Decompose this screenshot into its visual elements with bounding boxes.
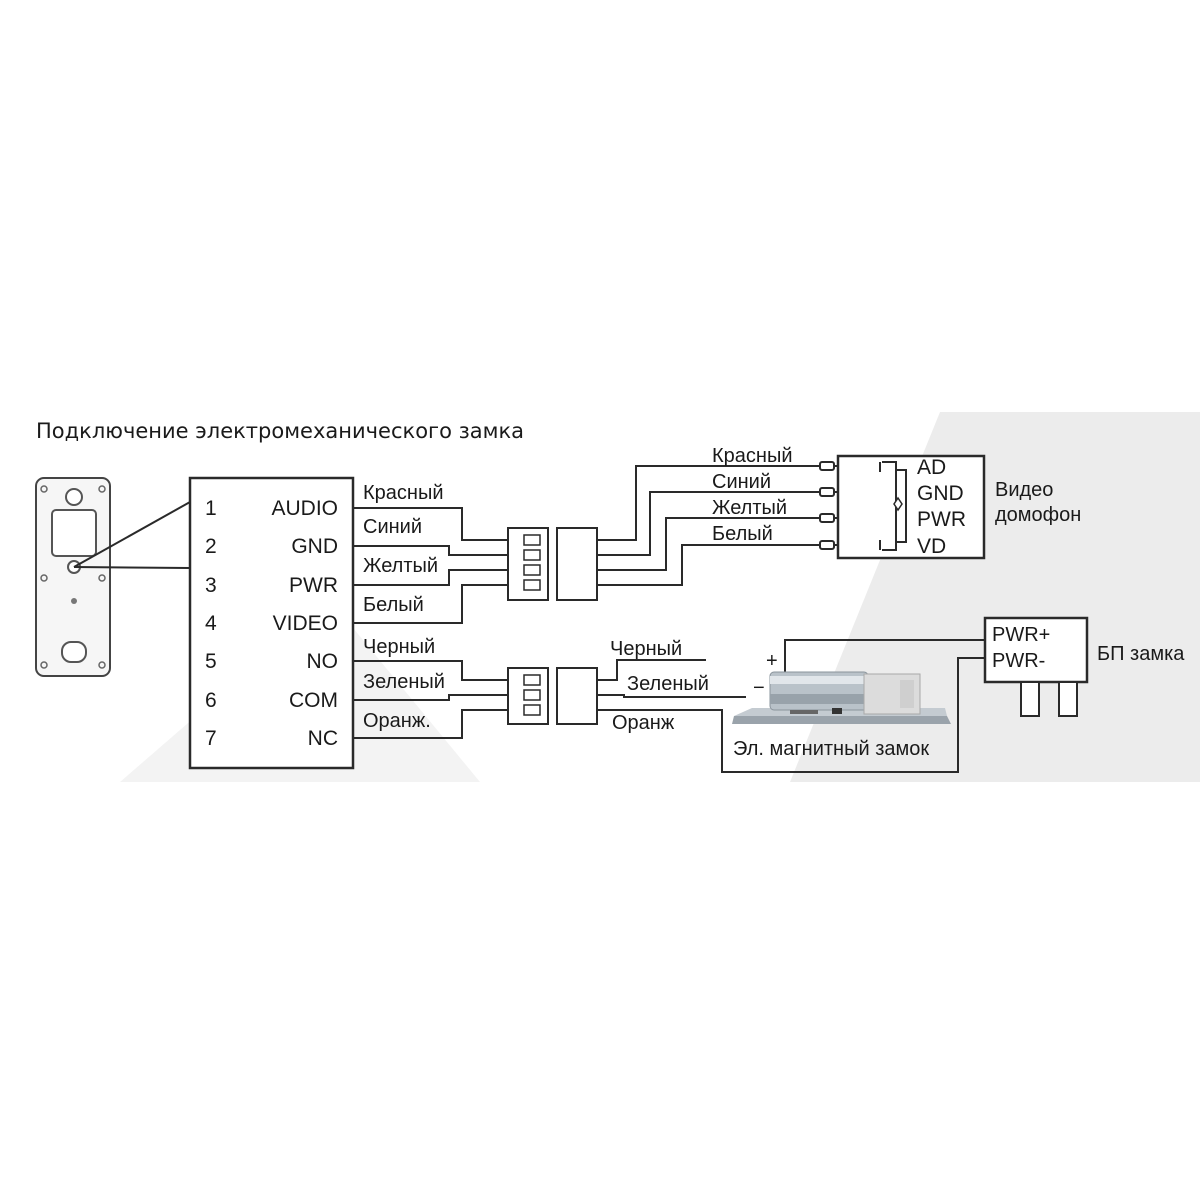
callout-line [73,566,191,569]
callout-line [73,501,191,568]
video-wires-panel-side [353,507,516,624]
wire-label-green: Зеленый [363,671,445,693]
wire-label-orange: Оранж [612,712,675,734]
video-monitor-box [836,454,986,560]
wire-label-yellow: Желтый [363,555,438,577]
psu-plug-prong-icon [1020,681,1040,717]
psu-title: БП замка [1097,643,1185,665]
wire-label-red: Красный [712,445,793,467]
panel-pin-names: AUDIO GND PWR VIDEO NO COM NC [271,497,338,750]
wire-label-green: Зеленый [627,673,709,695]
lock-wire-labels: Черный Зеленый Оранж [610,638,709,734]
pin-number: 1 [205,497,217,520]
page-title: Подключение электромеханического замка [36,419,524,443]
video-wires-monitor-side [597,465,822,586]
monitor-title-line1: Видео [995,479,1053,501]
panel-wire-labels: Красный Синий Желтый Белый Черный Зелены… [363,482,445,732]
lock-minus-sign: − [753,677,765,699]
monitor-pin-label: AD [917,456,946,479]
electromagnetic-lock-image [732,671,951,724]
pin-name: NC [308,727,338,750]
pin-number: 4 [205,612,217,635]
lock-plus-sign: + [766,650,778,672]
pin-number: 5 [205,650,217,673]
pin-number: 6 [205,689,217,712]
psu-pwr-minus-label: PWR- [992,650,1045,672]
monitor-socket [879,461,907,551]
pin-name: GND [291,535,338,558]
wire-label-blue: Синий [363,516,422,538]
monitor-pin-label: PWR [917,508,966,531]
lock-wires-panel-side [353,660,516,739]
psu-plug-prong-icon [1058,681,1078,717]
wire-label-yellow: Желтый [712,497,787,519]
wire-label-orange: Оранж. [363,710,431,732]
wire-label-red: Красный [363,482,444,504]
wire-label-blue: Синий [712,471,771,493]
wire-label-black: Черный [363,636,435,658]
panel-terminal-block [188,476,355,770]
monitor-wire-labels: Красный Синий Желтый Белый [712,445,793,545]
lock-connector-plug [507,667,598,725]
pin-number: 2 [205,535,217,558]
psu-pwr-plus-label: PWR+ [992,624,1050,646]
pin-name: COM [289,689,338,712]
pin-name: PWR [289,574,338,597]
wire-label-white: Белый [712,523,773,545]
monitor-pin-label: GND [917,482,964,505]
call-panel-device [35,477,111,677]
wire-label-white: Белый [363,594,424,616]
pin-name: NO [307,650,339,673]
monitor-title-line2: домофон [995,504,1081,526]
lock-wires-lock-side [597,639,985,773]
monitor-pin-label: VD [917,535,946,558]
pin-name: VIDEO [273,612,338,635]
pin-number: 3 [205,574,217,597]
video-connector-plug [507,527,598,601]
pin-number: 7 [205,727,217,750]
wire-label-black: Черный [610,638,682,660]
lock-title: Эл. магнитный замок [733,738,929,760]
monitor-pin-labels: AD GND PWR VD [917,456,966,558]
panel-pin-numbers: 1 2 3 4 5 6 7 [205,497,217,750]
pin-name: AUDIO [271,497,338,520]
